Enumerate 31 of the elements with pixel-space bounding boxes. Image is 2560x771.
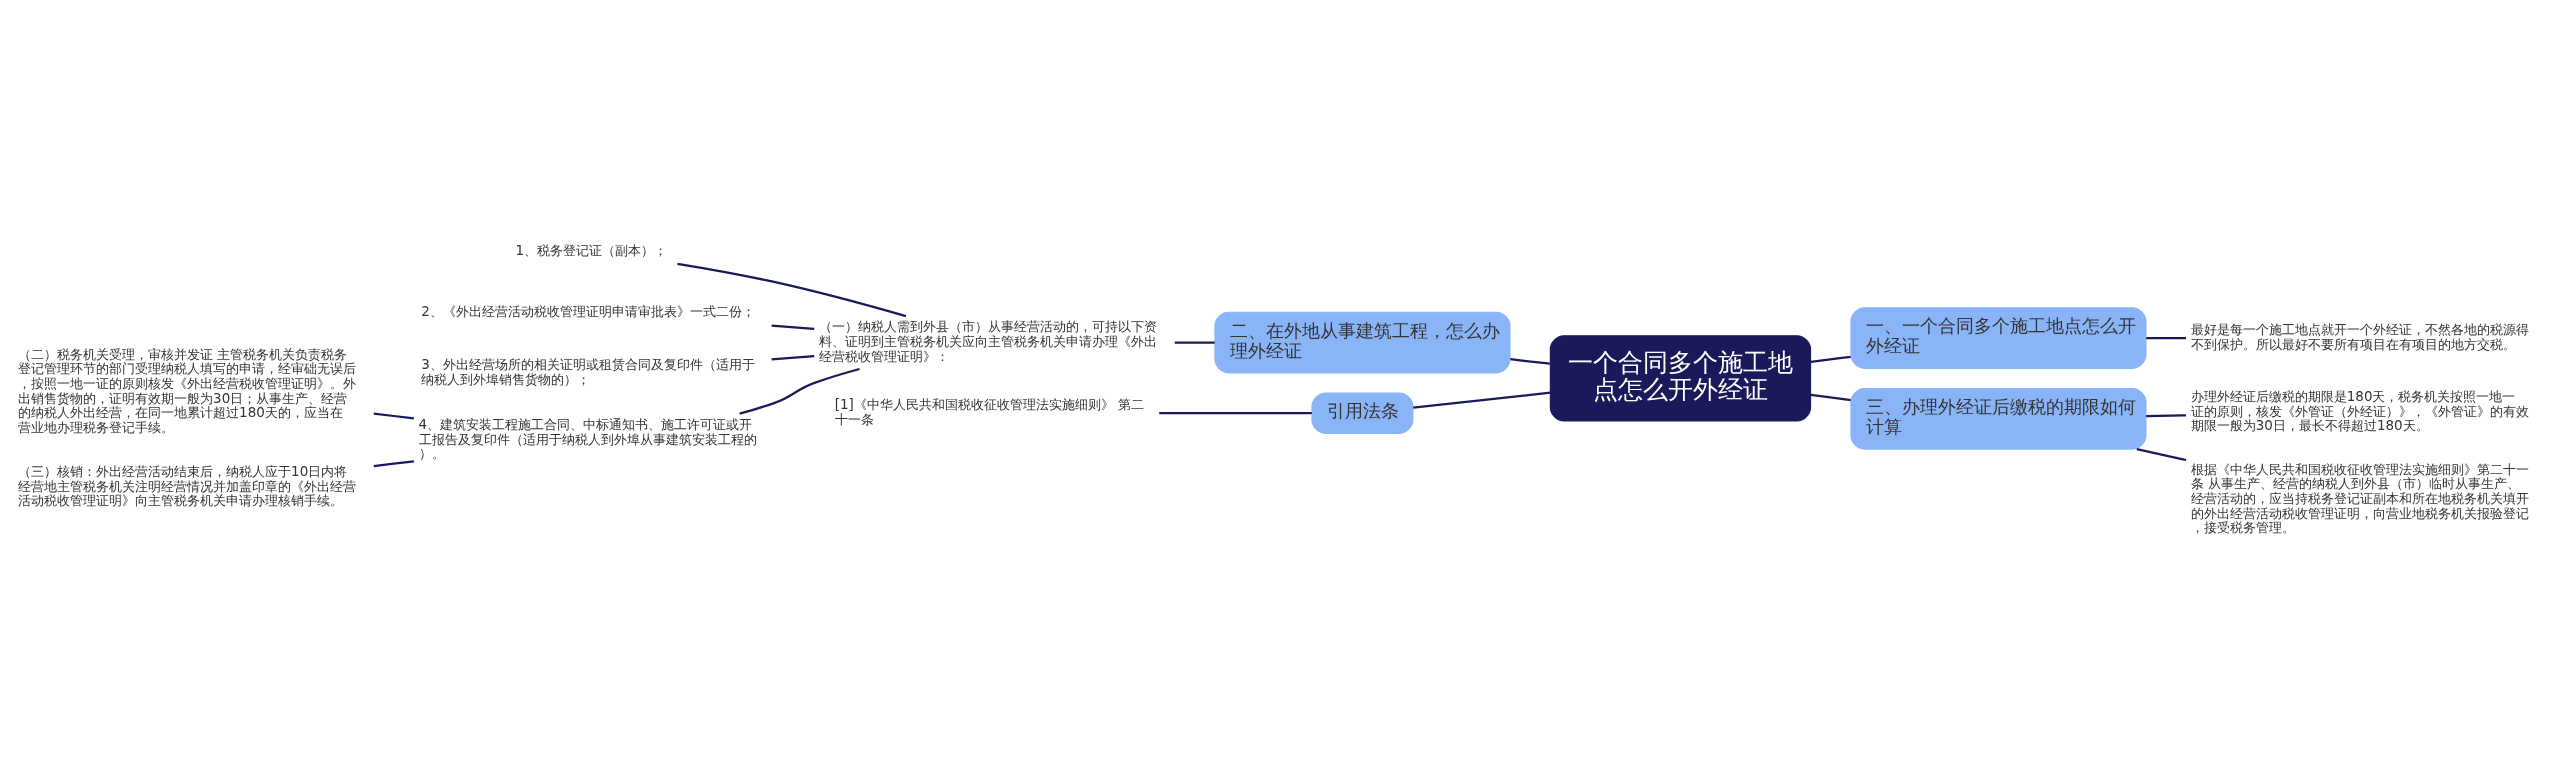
connector [1510, 357, 1551, 365]
connector [771, 324, 815, 330]
node-text: （二）税务机关受理，审核并发证 主管税务机关负责税务登记管理环节的部门受理纳税人填写的申请，经审础无误后，按照一地一证的原则核发《外出经营税收管理证明》。外出销售货物的，证明有效期一般为30日；从事生产、经营的纳税人外出经营，在同一地累计超过180天的，应当在营业地办理税务登记手续。 [18, 346, 357, 435]
connector [1159, 411, 1312, 414]
connector [2146, 336, 2187, 339]
node-text: 最好是每一个施工地点就开一个外经证，不然各地的税源得不到保护。所以最好不要所有项目在有项目的地方交税。 [2190, 321, 2529, 352]
node-text: 2、《外出经营活动税收管理证明申请审批表》一式二份； [421, 303, 755, 319]
node-text: （一）纳税人需到外县（市）从事经营活动的，可持以下资料、证明到主管税务机关应向主管税务机关申请办理《外出经营税收管理证明》： [818, 318, 1157, 364]
connector [1810, 355, 1851, 363]
node-text: 1、税务登记证（副本）； [515, 242, 668, 258]
node-text: [1]《中华人民共和国税收征收管理法实施细则》 第二十一条 [834, 396, 1145, 427]
connector [1413, 391, 1551, 409]
node-text: （三）核销：外出经营活动结束后，纳税人应于10日内将经营地主管税务机关注明经营情况并加盖印章的《外出经营活动税收管理证明》向主管税务机关申请办理核销手续。 [18, 463, 357, 508]
connector [2136, 447, 2187, 461]
connector [677, 262, 907, 317]
node-text: 3、外出经营场所的相关证明或租赁合同及复印件（适用于纳税人到外埠销售货物的）； [421, 356, 755, 387]
node-box: 二、在外地从事建筑工程，怎么办理外经证 [1214, 311, 1511, 373]
connector [1174, 340, 1215, 344]
node-box: 引用法条 [1311, 391, 1414, 434]
connector [1810, 393, 1851, 401]
connector [739, 367, 860, 415]
node-box: 一个合同多个施工地点怎么开外经证 [1549, 334, 1812, 422]
connector [373, 459, 414, 467]
connector [373, 411, 414, 420]
node-text: 4、建筑安装工程施工合同、中标通知书、施工许可证或开工报告及复印件（适用于纳税人到外埠从事建筑安装工程的）。 [418, 416, 757, 461]
node-text: 办理外经证后缴税的期限是180天，税务机关按照一地一证的原则，核发《外管证（外经证）》，《外管证》的有效期限一般为30日，最长不得超过180天。 [2190, 388, 2529, 433]
node-box: 三、办理外经证后缴税的期限如何计算 [1850, 387, 2147, 450]
node-text: 根据《中华人民共和国税收征收管理法实施细则》第二十一条 从事生产、经营的纳税人到外县（市）临时从事生产、经营活动的，应当持税务登记证副本和所在地税务机关填开的外出经营活动税收管理证明，向营业地税务机关报验登记，接受税务管理。 [2190, 461, 2529, 535]
connector [2146, 413, 2187, 417]
connector [771, 354, 815, 360]
node-box: 一、一个合同多个施工地点怎么开外经证 [1850, 306, 2147, 369]
